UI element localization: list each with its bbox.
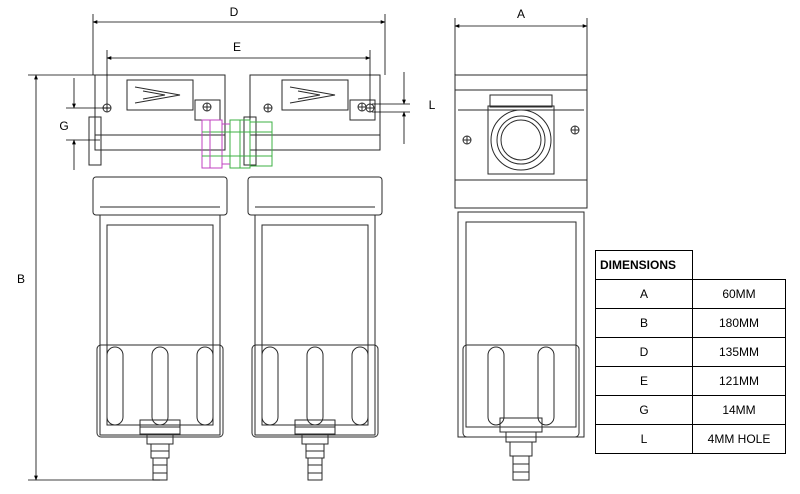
mounting-holes [102, 103, 375, 113]
dimension-lines [28, 14, 588, 481]
dim-value: 135MM [692, 337, 786, 367]
dim-key: G [595, 395, 693, 425]
table-header: DIMENSIONS [595, 250, 693, 280]
table-row: B 180MM [595, 308, 786, 338]
label-l: L [429, 98, 436, 112]
table-row: E 121MM [595, 366, 786, 396]
label-g: G [59, 119, 68, 133]
dim-key: L [595, 424, 693, 454]
dim-value: 14MM [692, 395, 786, 425]
dim-key: B [595, 308, 693, 338]
table-row: L 4MM HOLE [595, 424, 786, 454]
coupling-fitting [201, 119, 273, 169]
table-row: D 135MM [595, 337, 786, 367]
table-row: G 14MM [595, 395, 786, 425]
dim-value: 4MM HOLE [692, 424, 786, 454]
dim-value: 60MM [692, 279, 786, 309]
label-a: A [517, 7, 525, 21]
side-view [454, 74, 588, 481]
label-d: D [230, 5, 239, 19]
dim-key: A [595, 279, 693, 309]
table-header-blank [692, 250, 786, 280]
dim-key: E [595, 366, 693, 396]
right-filter-unit [243, 74, 383, 481]
label-e: E [233, 40, 241, 54]
dim-key: D [595, 337, 693, 367]
dim-value: 121MM [692, 366, 786, 396]
left-filter-unit [88, 74, 228, 481]
table-header-row: DIMENSIONS [595, 250, 786, 280]
table-row: A 60MM [595, 279, 786, 309]
label-b: B [17, 272, 25, 286]
dimensions-table: DIMENSIONS A 60MM B 180MM D 135MM E 121M… [595, 250, 786, 454]
dim-value: 180MM [692, 308, 786, 338]
